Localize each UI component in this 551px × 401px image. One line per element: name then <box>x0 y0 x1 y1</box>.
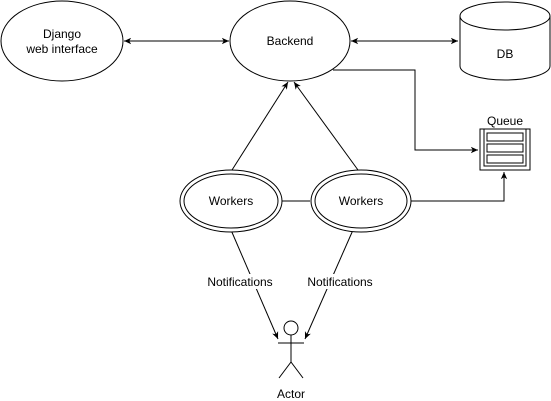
actor-right-leg <box>290 361 304 379</box>
edge-label-notifications-right: Notifications <box>307 275 372 289</box>
node-db[interactable]: DB <box>459 1 551 81</box>
actor-left-leg <box>278 361 292 379</box>
edge-workers-left-backend <box>231 81 289 171</box>
node-django-label-line2: web interface <box>25 42 98 56</box>
edge-label-notifications-left: Notifications <box>207 275 272 289</box>
node-workers-right-label: Workers <box>339 194 383 208</box>
edge-backend-queue <box>333 69 478 154</box>
node-db-label: DB <box>497 47 514 61</box>
node-backend[interactable]: Backend <box>229 0 351 82</box>
node-workers-right[interactable]: Workers <box>310 169 412 233</box>
actor-head <box>283 320 299 336</box>
node-backend-label: Backend <box>267 34 314 48</box>
node-queue[interactable]: Queue <box>479 114 531 171</box>
node-queue-label: Queue <box>487 114 523 128</box>
edge-workers-right-queue <box>410 172 508 202</box>
edge-workers-right-backend <box>293 81 359 171</box>
node-workers-left-label: Workers <box>209 194 253 208</box>
node-workers-left[interactable]: Workers <box>179 169 283 233</box>
node-actor[interactable] <box>278 320 304 379</box>
node-django[interactable]: Django web interface <box>0 0 124 82</box>
node-django-label-line1: Django <box>43 27 81 41</box>
node-actor-label: Actor <box>277 387 305 401</box>
